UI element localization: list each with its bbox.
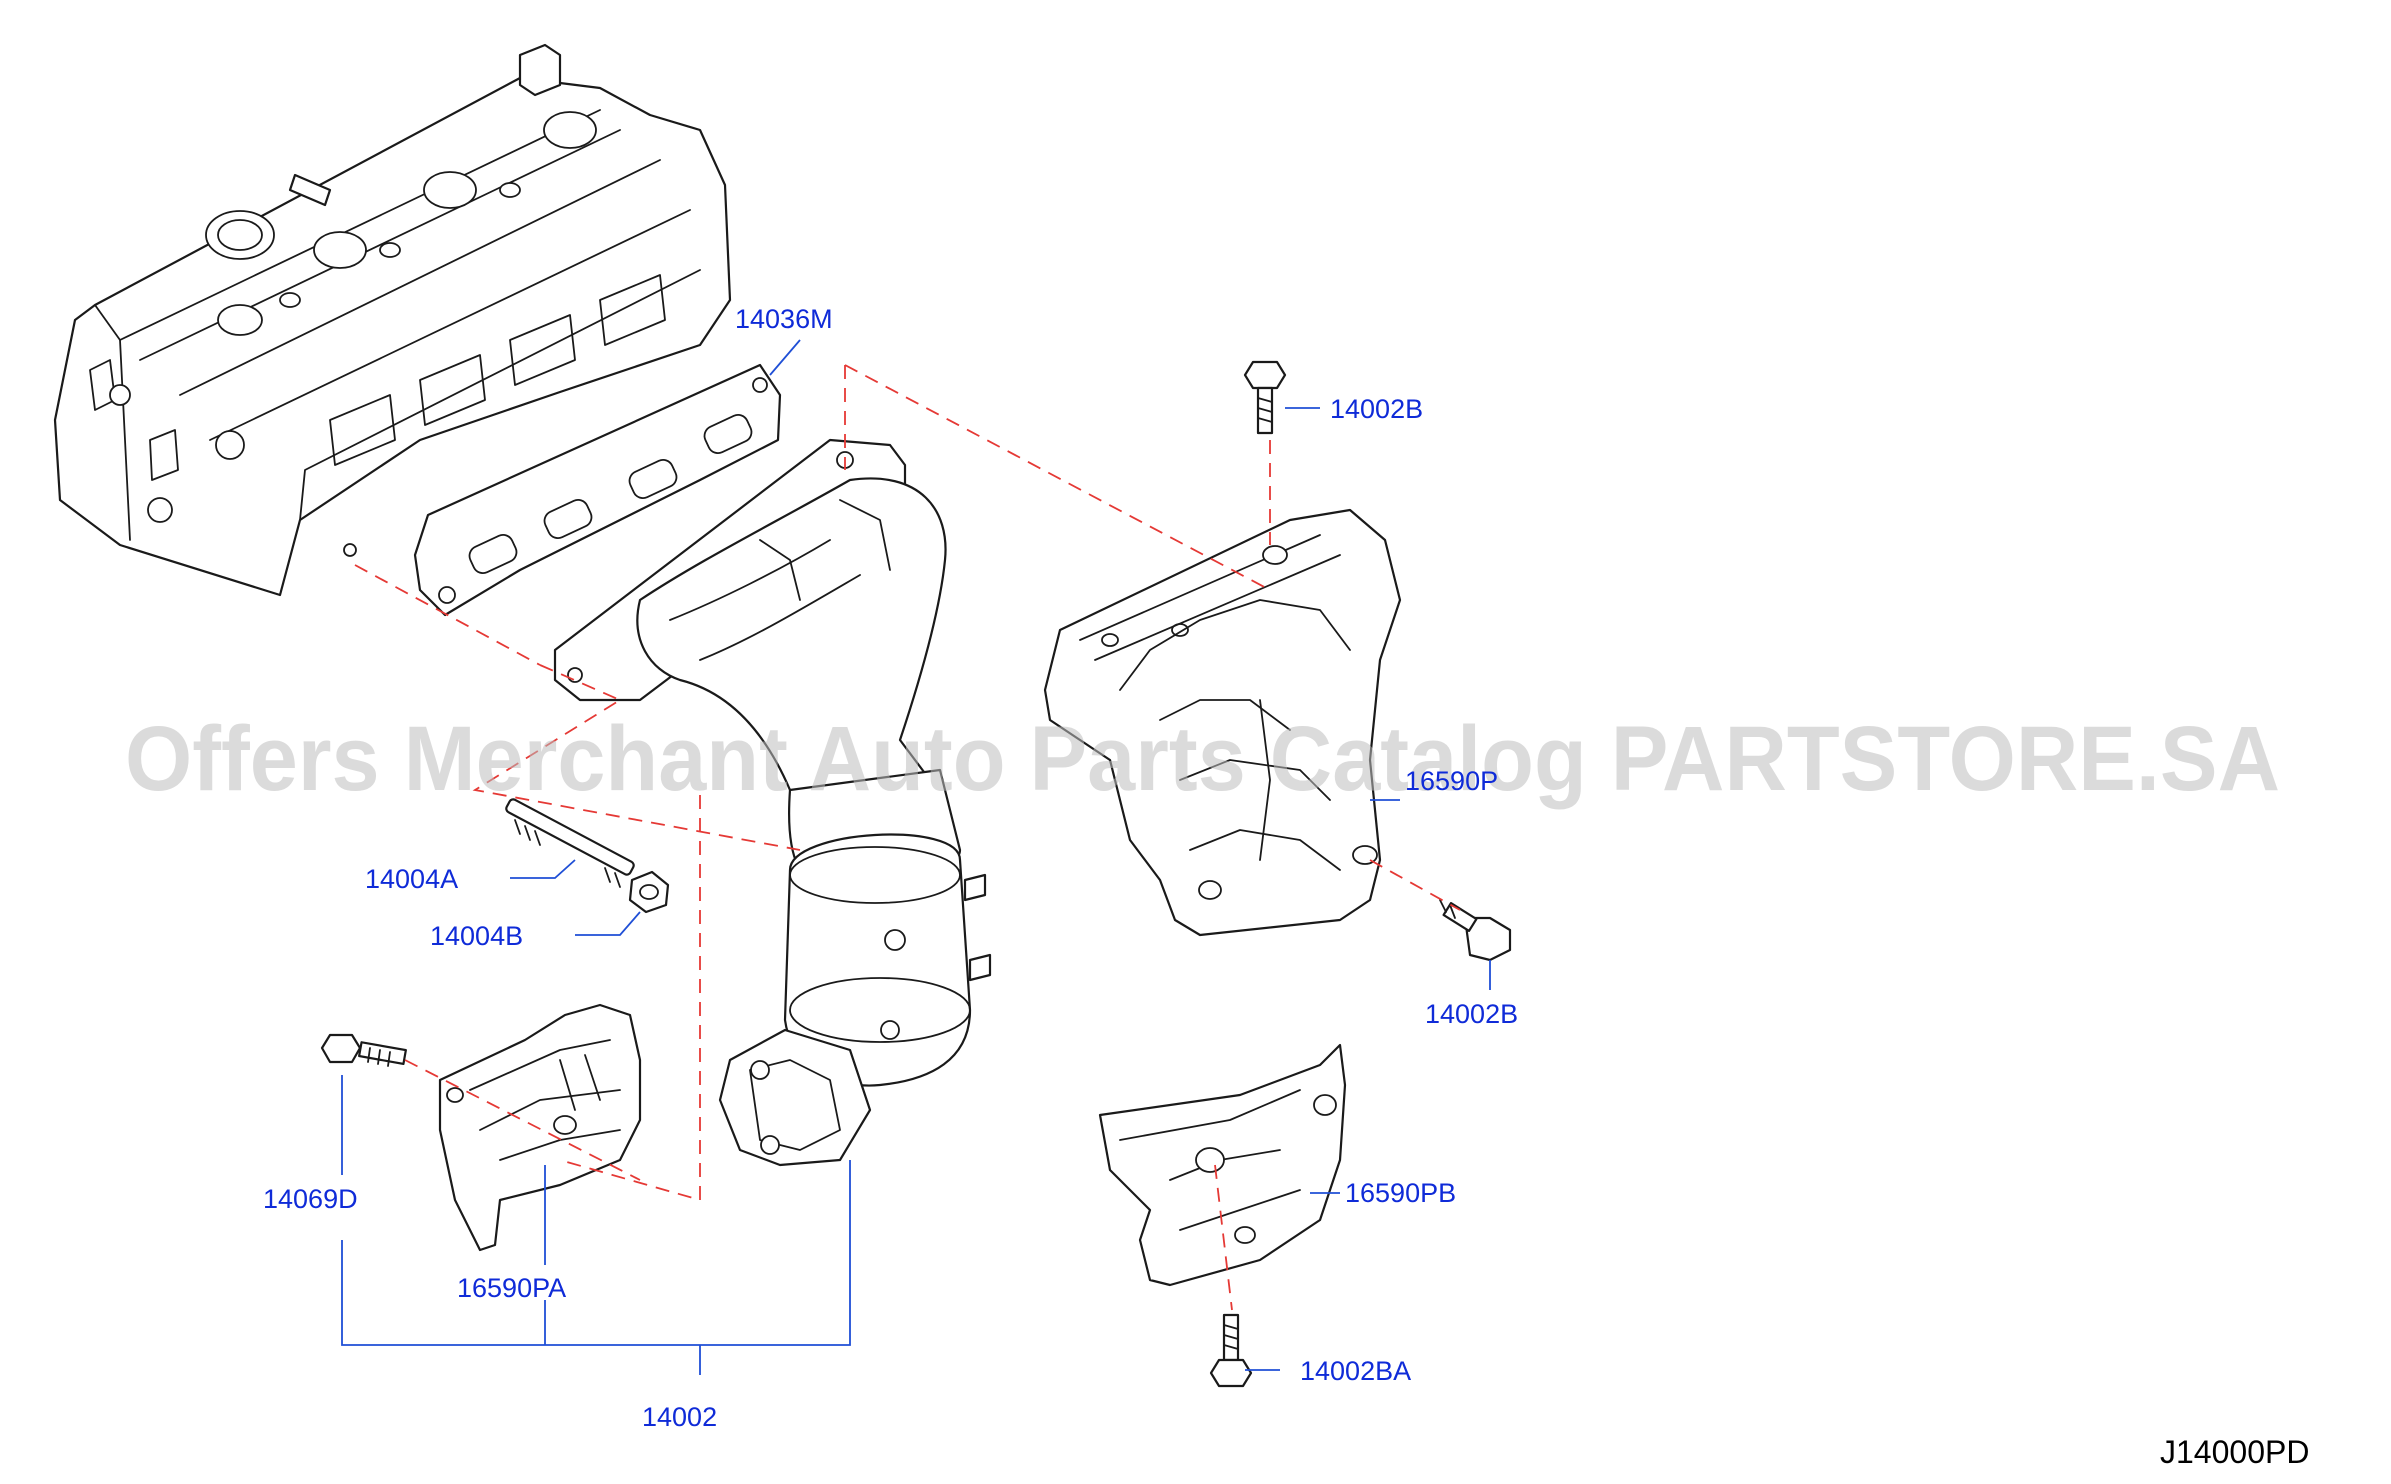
- callout-14002ba[interactable]: 14002BA: [1300, 1356, 1411, 1386]
- leader-lines: [341, 339, 1491, 1375]
- callout-16590p[interactable]: 16590P: [1405, 766, 1498, 796]
- cylinder-head-illustration: [53, 43, 732, 597]
- diagram-code: J14000PD: [2160, 1434, 2309, 1470]
- watermark-text: Offers Merchant Auto Parts Catalog PARTS…: [125, 708, 2280, 810]
- assembly-lines: [354, 364, 1461, 1311]
- callout-16590pa[interactable]: 16590PA: [457, 1273, 566, 1303]
- lower-heat-shield-pb-illustration: [1098, 1043, 1347, 1287]
- callout-14002[interactable]: 14002: [642, 1402, 717, 1432]
- manifold-gasket-illustration: [413, 363, 782, 617]
- callout-14004b[interactable]: 14004B: [430, 921, 523, 951]
- exhaust-manifold-catalyst-illustration: [553, 438, 992, 1167]
- bolt-14002b-top: [1243, 360, 1287, 435]
- stud-bolt-14004a: [505, 798, 635, 888]
- bolt-14002b-right: [1439, 899, 1512, 962]
- callout-14002b-right[interactable]: 14002B: [1425, 999, 1518, 1029]
- callout-14004a[interactable]: 14004A: [365, 864, 458, 894]
- callout-14002b-top[interactable]: 14002B: [1330, 394, 1423, 424]
- bolt-14002ba: [1209, 1313, 1253, 1388]
- part-callouts: 14036M 14002B 16590P 14004A 14004B 14002…: [263, 304, 1518, 1432]
- nut-14004b: [628, 870, 670, 914]
- lower-heat-shield-pa-illustration: [438, 1003, 642, 1252]
- bolt-14069d: [320, 1033, 407, 1067]
- callout-14036m[interactable]: 14036M: [735, 304, 833, 334]
- callout-14069d[interactable]: 14069D: [263, 1184, 358, 1214]
- upper-heat-shield-illustration: [1043, 508, 1402, 937]
- callout-16590pb[interactable]: 16590PB: [1345, 1178, 1456, 1208]
